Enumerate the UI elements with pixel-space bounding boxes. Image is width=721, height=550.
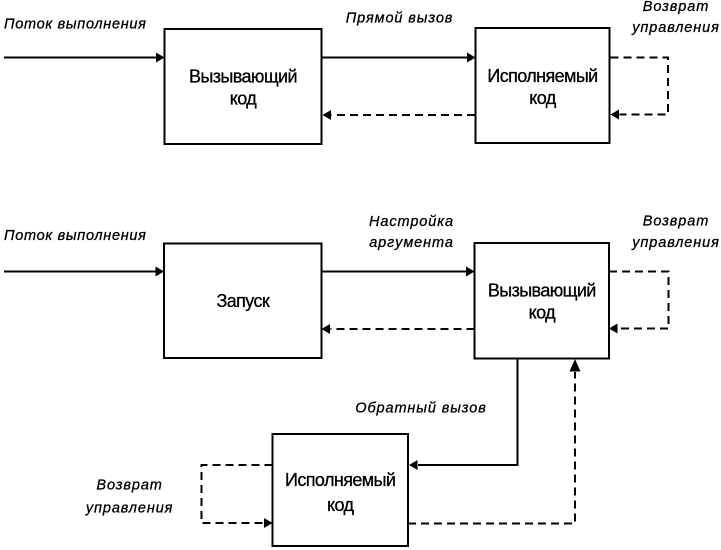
svg-text:управления: управления: [631, 235, 719, 251]
svg-text:управления: управления: [631, 20, 719, 36]
svg-text:аргумента: аргумента: [369, 235, 454, 251]
svg-text:Исполняемый: Исполняемый: [285, 470, 395, 490]
svg-text:Поток выполнения: Поток выполнения: [4, 228, 147, 244]
svg-text:Возврат: Возврат: [96, 478, 162, 494]
svg-text:Возврат: Возврат: [643, 0, 709, 15]
svg-text:код: код: [529, 88, 556, 108]
svg-text:Исполняемый: Исполняемый: [487, 66, 597, 86]
svg-text:код: код: [327, 495, 354, 515]
svg-text:Запуск: Запуск: [216, 291, 269, 311]
svg-text:Вызывающий: Вызывающий: [189, 67, 297, 87]
svg-text:Прямой вызов: Прямой вызов: [346, 11, 454, 27]
svg-text:Поток выполнения: Поток выполнения: [4, 17, 147, 33]
svg-text:управления: управления: [85, 501, 173, 517]
svg-text:код: код: [230, 89, 257, 109]
svg-text:Настройка: Настройка: [369, 214, 454, 230]
svg-text:Возврат: Возврат: [643, 214, 709, 230]
svg-text:Обратный вызов: Обратный вызов: [355, 401, 486, 417]
svg-text:Вызывающий: Вызывающий: [488, 281, 596, 301]
svg-text:код: код: [529, 303, 556, 323]
